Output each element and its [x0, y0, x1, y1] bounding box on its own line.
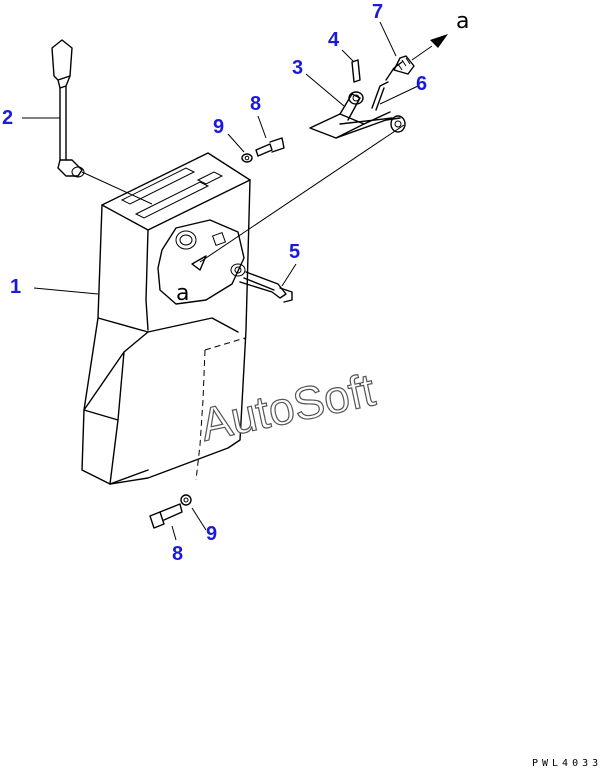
leader-lines: [22, 21, 419, 541]
drawing-code: PWL4033: [532, 758, 602, 769]
control-lever: [51, 39, 153, 205]
part-label-8-lower: 8: [172, 543, 183, 565]
washer-9-lower: [180, 494, 192, 506]
part-label-4: 4: [328, 29, 340, 51]
linkage-line: [199, 124, 405, 263]
part-number-labels: 1 2 3 4 5 6 7 8 8 9 9: [2, 1, 427, 565]
link-rod: [339, 81, 406, 133]
bolt-8-upper: [255, 137, 285, 157]
part-label-7: 7: [372, 1, 383, 23]
bolt-5: [239, 271, 293, 303]
part-label-8-upper: 8: [250, 93, 261, 115]
console-housing: [81, 152, 251, 485]
mounting-bracket: a: [157, 219, 246, 306]
top-ref-letter: a: [456, 9, 469, 34]
part-label-9-lower: 9: [206, 523, 217, 545]
bolt-8-lower: [149, 503, 183, 529]
lever-arm: [309, 91, 401, 139]
part-label-9-upper: 9: [213, 116, 224, 138]
part-label-1: 1: [10, 276, 21, 298]
cable-spring: a: [385, 9, 469, 81]
part-label-6: 6: [416, 73, 427, 95]
part-label-3: 3: [292, 57, 303, 79]
part-label-2: 2: [2, 107, 13, 129]
bracket-ref-letter: a: [176, 281, 189, 306]
pin: [351, 59, 361, 83]
watermark-text: AutoSoft: [196, 363, 380, 451]
part-label-5: 5: [289, 241, 300, 263]
washer-9-upper: [241, 153, 253, 163]
